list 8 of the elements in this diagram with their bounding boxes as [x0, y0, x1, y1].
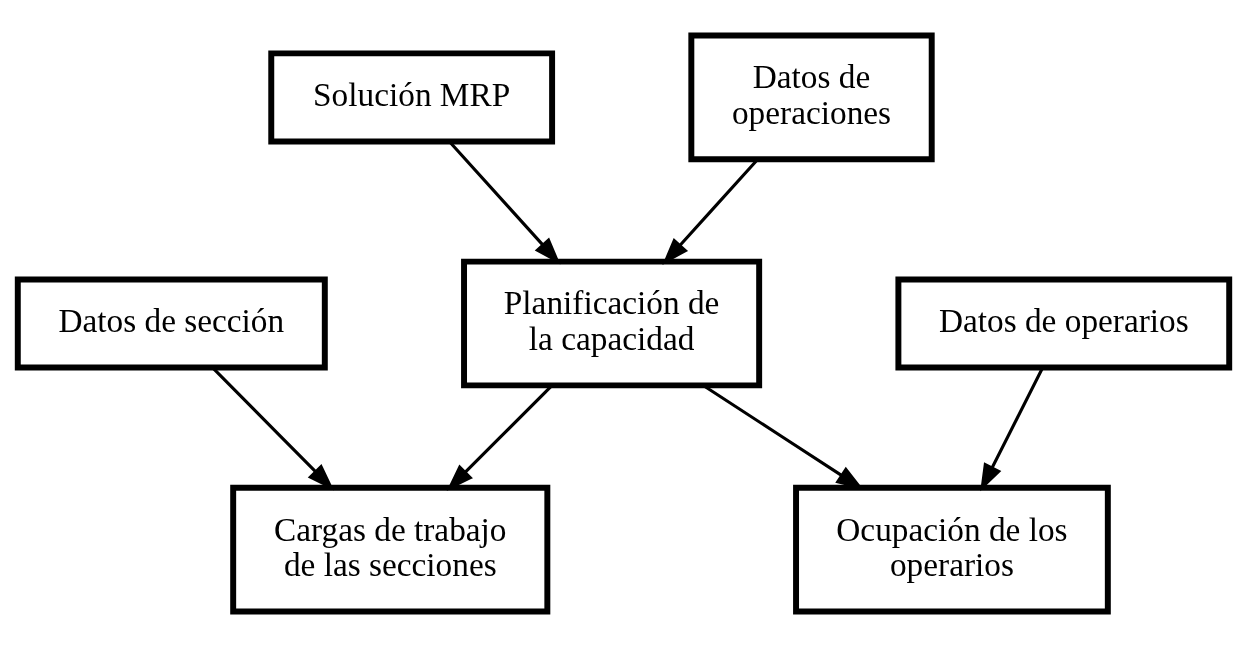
node-box: Solución MRP: [268, 49, 556, 144]
node-box: Datos de operaciones: [688, 32, 935, 162]
node-box: Ocupación de los operarios: [793, 484, 1111, 614]
node-box: Datos de operarios: [895, 276, 1233, 370]
arrow: [980, 367, 1044, 491]
node-box: Datos de sección: [14, 276, 328, 370]
node-box: Cargas de trabajo de las secciones: [230, 484, 551, 614]
node-box: Planificación de la capacidad: [461, 258, 763, 388]
